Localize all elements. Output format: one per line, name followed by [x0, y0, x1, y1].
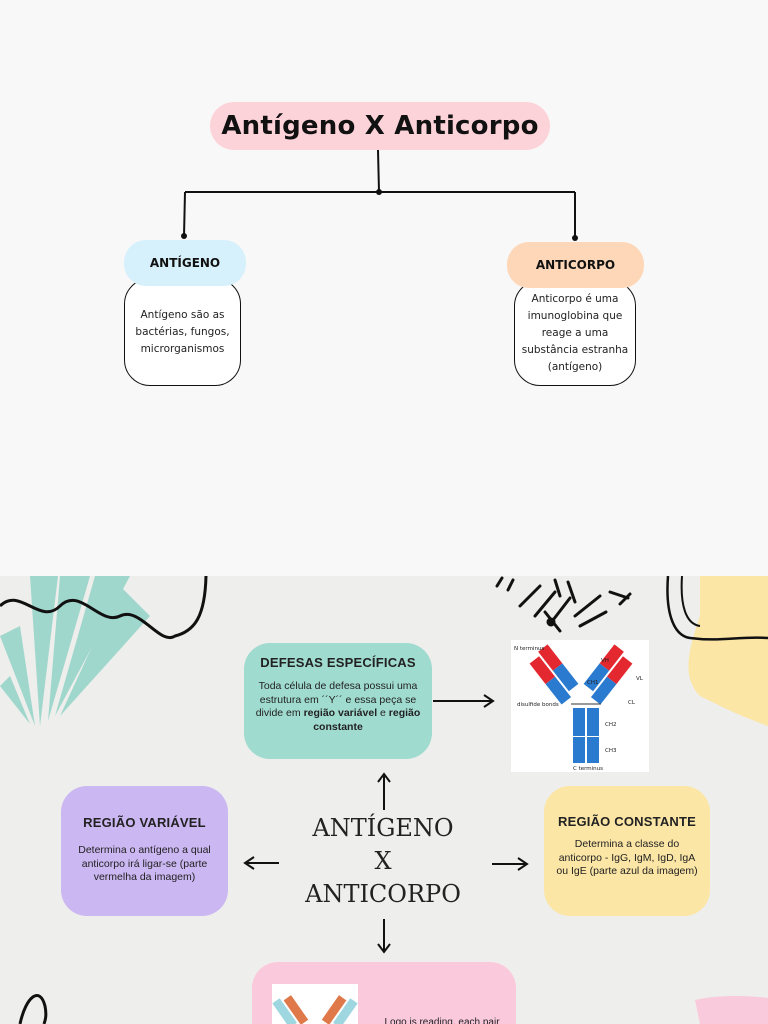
- center-title: ANTÍGENO X ANTICORPO: [290, 812, 476, 911]
- ch3-label: CH3: [605, 748, 617, 754]
- antibody-definition-card: Anticorpo é uma imunoglobina que reage a…: [514, 280, 636, 386]
- antibody-thumbnail: [272, 984, 358, 1024]
- vl-label: VL: [636, 676, 644, 682]
- center-title-line3: ANTICORPO: [305, 880, 461, 908]
- connector-lines: [181, 149, 578, 241]
- defesas-especificas-box: DEFESAS ESPECÍFICAS Toda célula de defes…: [244, 643, 432, 759]
- defesas-text-a: Toda célula de defesa possui uma estrutu…: [255, 680, 418, 719]
- antibody-definition-text: Anticorpo é uma imunoglobina que reage a…: [521, 292, 629, 373]
- n-terminus-label: N terminus: [514, 646, 544, 652]
- vh-label: VH: [601, 658, 609, 664]
- defesas-bold-b: região constante: [313, 707, 421, 733]
- antigen-heading-pill: ANTÍGENO: [124, 240, 246, 286]
- c-terminus-label: C terminus: [573, 766, 603, 772]
- antigen-definition-text: Antígeno são as bactérias, fungos, micro…: [135, 308, 230, 355]
- variavel-heading: REGIÃO VARIÁVEL: [83, 815, 206, 830]
- cl-label: CL: [628, 700, 636, 706]
- antibody-diagram: N terminus disulfide bonds VH VL CH1 CL …: [514, 644, 644, 772]
- defesas-heading: DEFESAS ESPECÍFICAS: [260, 655, 416, 670]
- antibody-structure-figure: N terminus disulfide bonds VH VL CH1 CL …: [511, 640, 649, 772]
- constante-heading: REGIÃO CONSTANTE: [557, 814, 697, 829]
- center-title-line1: ANTÍGENO: [312, 814, 454, 842]
- concept-map-page-2: DEFESAS ESPECÍFICAS Toda célula de defes…: [0, 576, 768, 1024]
- center-title-line2: X: [374, 847, 392, 875]
- constante-text: Determina a classe do anticorpo - IgG, I…: [556, 838, 698, 877]
- regiao-variavel-box: REGIÃO VARIÁVEL Determina o antígeno a q…: [61, 786, 228, 916]
- defesas-text: Toda célula de defesa possui uma estrutu…: [252, 680, 424, 734]
- antigen-heading: ANTÍGENO: [149, 256, 221, 270]
- main-title-pill: Antígeno X Anticorpo: [210, 102, 550, 150]
- main-title: Antígeno X Anticorpo: [221, 111, 539, 141]
- decorative-background: [0, 576, 768, 1024]
- variavel-text: Determina o antígeno a qual anticorpo ir…: [78, 844, 211, 883]
- antibody-heading: ANTICORPO: [535, 258, 616, 272]
- antibody-thumbnail-diagram: [272, 995, 358, 1024]
- defesas-bold-a: região variável: [303, 707, 378, 719]
- regiao-constante-box: REGIÃO CONSTANTE Determina a classe do a…: [544, 786, 710, 916]
- disulfide-label: disulfide bonds: [517, 702, 559, 708]
- antibody-heading-pill: ANTICORPO: [507, 242, 644, 288]
- antigen-definition-card: Antígeno são as bactérias, fungos, micro…: [124, 278, 241, 386]
- defesas-joiner: e: [380, 707, 386, 719]
- ch2-label: CH2: [605, 722, 616, 728]
- ch1-label: CH1: [587, 680, 598, 686]
- bottom-info-text: Logo is reading, each pair is...: [384, 1017, 500, 1024]
- concept-map-page-1: Antígeno X Anticorpo Antígeno são as bac…: [124, 102, 644, 386]
- bottom-info-box: Logo is reading, each pair is...: [252, 962, 516, 1024]
